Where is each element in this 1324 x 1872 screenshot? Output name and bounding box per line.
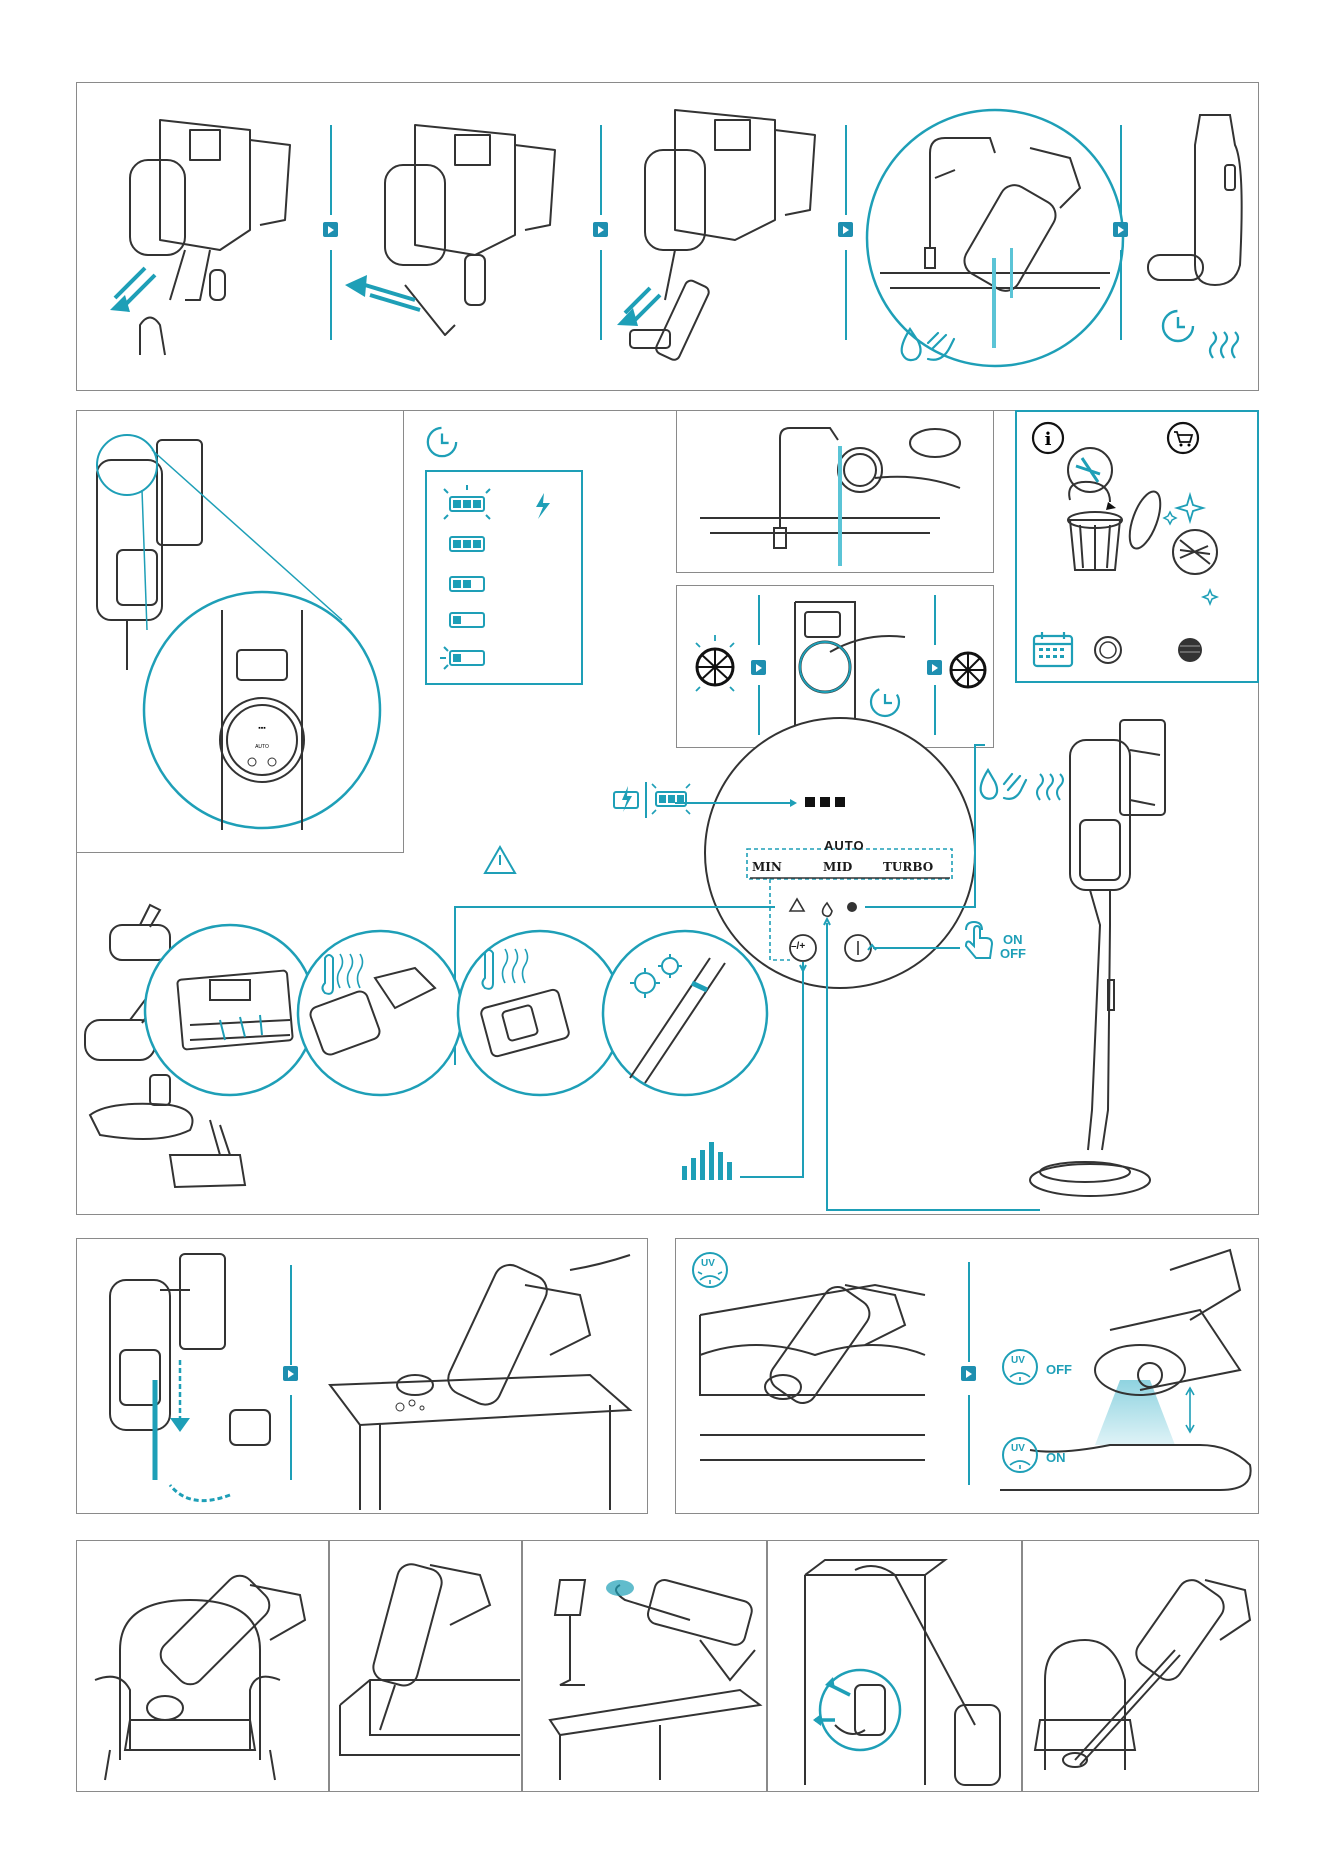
power-on-label: ON [1003, 932, 1023, 947]
bar-level-icon [680, 1140, 740, 1182]
next-arrow-icon [751, 660, 766, 675]
touch-icon [958, 920, 998, 962]
uv-on-label: ON [1046, 1450, 1066, 1465]
uv-on-badge-text: UV [1011, 1443, 1025, 1454]
uv-off-label: OFF [1046, 1362, 1072, 1377]
clock-icon [1160, 308, 1196, 344]
next-arrow-icon [961, 1366, 976, 1381]
drop-hand-icon [898, 325, 958, 365]
next-arrow-icon [927, 660, 942, 675]
standing-vacuum-illustration [1030, 710, 1250, 1200]
table-dusting-illustration [320, 1245, 630, 1510]
step-divider [600, 125, 602, 215]
battery-icon [440, 485, 570, 675]
step-divider [968, 1262, 970, 1362]
uv-on-icon [1000, 1435, 1040, 1475]
step-divider [968, 1395, 970, 1485]
armchair-illustration [90, 1560, 320, 1780]
svg-text:▪▪▪: ▪▪▪ [258, 725, 266, 732]
step3-vacuum-illustration [615, 100, 835, 370]
clock-icon [425, 425, 459, 459]
next-arrow-icon [593, 222, 608, 237]
calendar-icon [1030, 630, 1230, 670]
next-arrow-icon [323, 222, 338, 237]
brushroll-circle [150, 925, 300, 1105]
mode-min-label: MIN [752, 860, 782, 874]
step-divider [845, 250, 847, 340]
floor-chair-illustration [1035, 1560, 1255, 1780]
tap-filter-illustration [690, 418, 990, 568]
step-divider [934, 595, 936, 645]
filter-dirty-icon [690, 635, 740, 695]
step-divider [758, 595, 760, 645]
mode-turbo-label: TURBO [883, 860, 933, 874]
battery-heat-circle [295, 928, 465, 1098]
step-divider [290, 1395, 292, 1480]
tube-clog-circle [600, 928, 770, 1098]
power-off-label: OFF [1000, 946, 1026, 961]
mode-mid-label: MID [823, 860, 852, 874]
step-divider [1120, 250, 1122, 340]
high-cabinet-illustration [775, 1555, 1015, 1785]
next-arrow-icon [838, 222, 853, 237]
step-divider [330, 125, 332, 215]
step2-vacuum-illustration [345, 105, 575, 365]
step-divider [600, 250, 602, 340]
step-divider [1120, 125, 1122, 215]
mode-auto-label: AUTO [824, 838, 865, 853]
charging-indicator [612, 780, 692, 820]
shelf-illustration [540, 1560, 760, 1780]
dock-brush-illustration [100, 1250, 280, 1510]
sofa-uv-illustration [695, 1265, 935, 1465]
step5-dry-illustration [1140, 105, 1250, 295]
lightning-icon [536, 493, 550, 519]
step-divider [758, 685, 760, 735]
step-divider [330, 250, 332, 340]
minus-plus-button[interactable]: –/+ [791, 941, 805, 952]
step1-vacuum-illustration [100, 100, 320, 370]
uv-off-icon [1000, 1347, 1040, 1387]
next-arrow-icon [1113, 222, 1128, 237]
step-divider [290, 1265, 292, 1365]
uv-off-badge-text: UV [1011, 1355, 1025, 1366]
steam-icon [1207, 330, 1241, 360]
sparkle-icon [1177, 495, 1203, 521]
docked-vacuum-illustration: ▪▪▪ AUTO [92, 430, 392, 840]
step-divider [845, 125, 847, 215]
next-arrow-icon [283, 1366, 298, 1381]
trash-icon [1040, 440, 1240, 610]
sofa-illustration [340, 1555, 520, 1780]
svg-text:AUTO: AUTO [255, 744, 269, 750]
step-divider [934, 685, 936, 735]
filter-clean-icon [948, 650, 988, 690]
